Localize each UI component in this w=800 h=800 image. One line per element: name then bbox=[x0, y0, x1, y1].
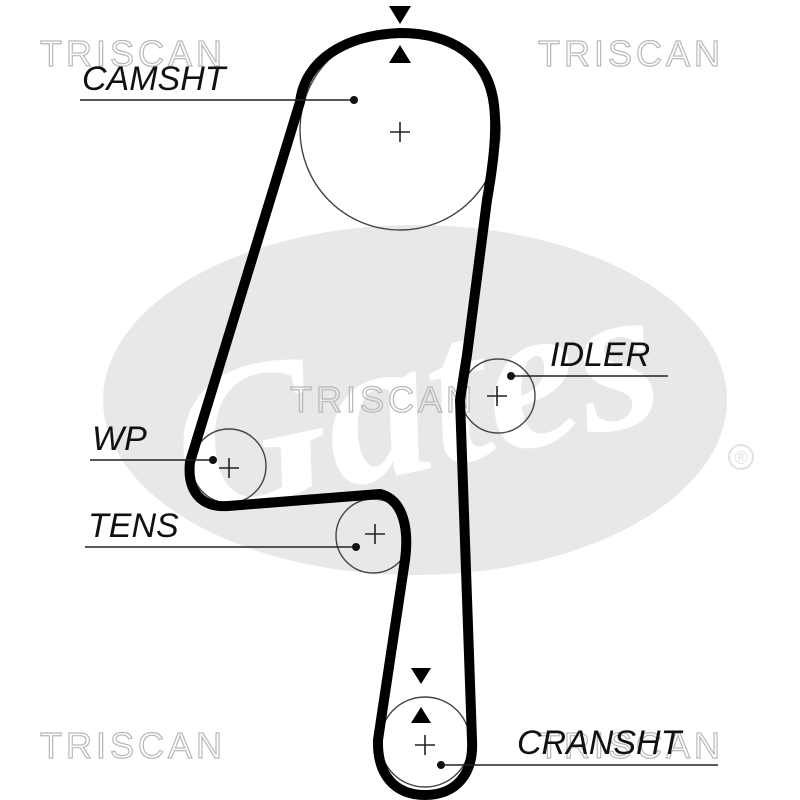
tensioner-leader-dot bbox=[352, 543, 360, 551]
water-pump-label: WP bbox=[92, 420, 147, 458]
watermark-triscan-top-left: TRISCAN bbox=[40, 33, 226, 74]
idler-center-cross bbox=[487, 386, 507, 406]
watermark-triscan-bottom-right: TRISCAN bbox=[538, 725, 724, 766]
water-pump-center-cross bbox=[219, 458, 239, 478]
tensioner-label: TENS bbox=[88, 507, 179, 545]
registered-mark-text: ® bbox=[734, 448, 747, 468]
tensioner-center-cross bbox=[365, 524, 385, 544]
camshaft-leader-dot bbox=[350, 96, 358, 104]
water-pump-leader-dot bbox=[209, 456, 217, 464]
idler-leader-dot bbox=[507, 372, 515, 380]
timing-belt bbox=[184, 28, 501, 800]
watermark-triscan-top-right: TRISCAN bbox=[538, 33, 724, 74]
camshaft-center-cross bbox=[390, 122, 410, 142]
camshaft-timing-mark-up-icon bbox=[389, 45, 411, 63]
crankshaft-label: CRANSHT bbox=[517, 724, 684, 762]
camshaft-label: CAMSHT bbox=[82, 60, 228, 98]
registered-mark: ® bbox=[728, 444, 754, 470]
crankshaft-timing-mark-down-icon bbox=[411, 668, 431, 684]
camshaft-timing-mark-down-icon bbox=[389, 6, 411, 24]
crankshaft-leader-dot bbox=[437, 761, 445, 769]
watermark-triscan-bottom-left: TRISCAN bbox=[40, 725, 226, 766]
watermark-triscan-center: TRISCAN bbox=[290, 379, 476, 420]
crankshaft-timing-mark-up-icon bbox=[411, 707, 431, 723]
crankshaft-center-cross bbox=[415, 735, 435, 755]
idler-label: IDLER bbox=[550, 336, 650, 374]
